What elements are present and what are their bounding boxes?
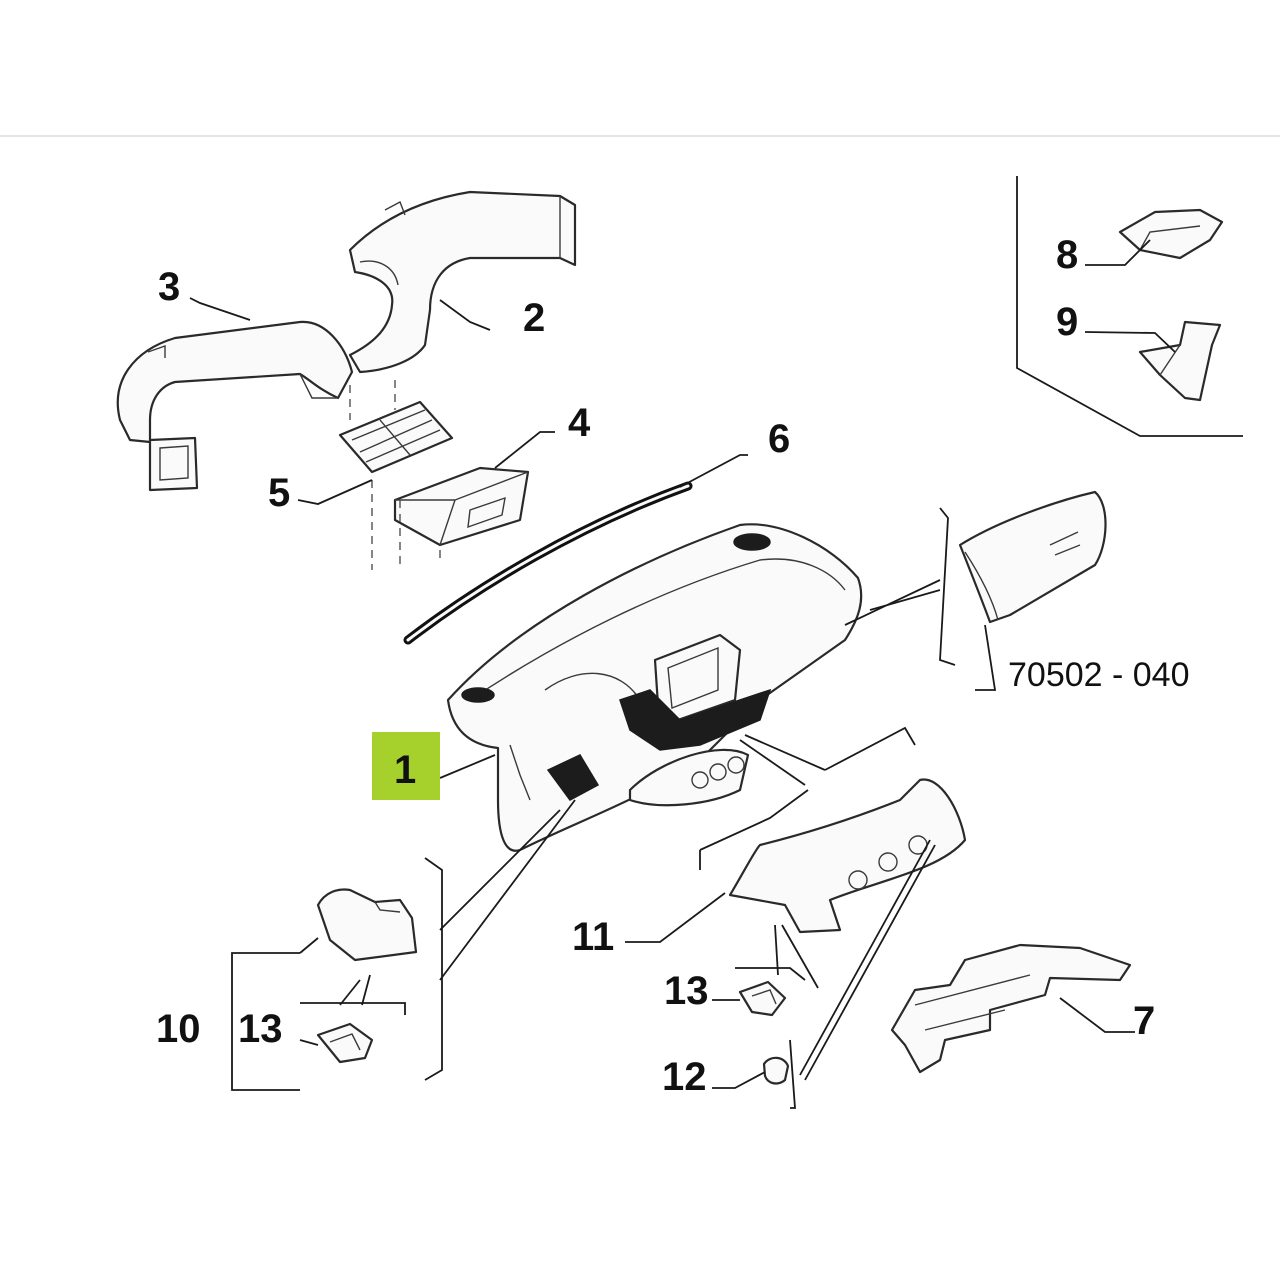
- part-13-clip-right[interactable]: [738, 980, 787, 1017]
- left-group-bracket-edge: [424, 857, 443, 1081]
- callout-2[interactable]: 2: [523, 296, 545, 340]
- part-group-bracket-8-9: [1016, 176, 1243, 437]
- part-1-dashboard[interactable]: [446, 523, 863, 852]
- part-6-seal-strip[interactable]: [403, 481, 693, 645]
- part-2-center-air-duct[interactable]: [348, 190, 577, 374]
- part-8-clip[interactable]: [1118, 208, 1224, 260]
- group-brackets: [300, 507, 956, 1109]
- part-5-vent-grille[interactable]: [338, 400, 454, 474]
- reference-code-glove-box[interactable]: 70502 - 040: [1008, 656, 1190, 694]
- callout-4[interactable]: 4: [568, 401, 591, 445]
- glove-box-lid[interactable]: [958, 490, 1107, 624]
- part-13-clip-left[interactable]: [316, 1022, 374, 1064]
- callout-11[interactable]: 11: [572, 915, 614, 959]
- part-7-insulation-pad[interactable]: [890, 943, 1132, 1074]
- part-11-column-trim[interactable]: [728, 778, 967, 934]
- part-4-center-vent[interactable]: [393, 466, 530, 547]
- callout-1-highlight: [372, 732, 440, 800]
- part-3-left-air-duct[interactable]: [116, 320, 354, 492]
- part-12-cap[interactable]: [762, 1056, 790, 1085]
- callout-3[interactable]: 3: [158, 265, 180, 309]
- callout-13-left[interactable]: 13: [238, 1007, 283, 1051]
- callout-6[interactable]: 6: [768, 417, 790, 461]
- callout-12[interactable]: 12: [662, 1055, 707, 1099]
- callout-9[interactable]: 9: [1056, 300, 1078, 344]
- callout-8[interactable]: 8: [1056, 233, 1078, 277]
- part-group-bracket-10-13: [231, 952, 300, 1091]
- callout-13-right[interactable]: 13: [664, 969, 709, 1013]
- callout-1[interactable]: 1: [394, 748, 416, 792]
- part-9-bracket[interactable]: [1138, 320, 1222, 402]
- callout-5[interactable]: 5: [268, 471, 290, 515]
- callout-7[interactable]: 7: [1133, 999, 1155, 1043]
- part-10-trim-cover[interactable]: [316, 888, 418, 962]
- assembly-guide-lines: [349, 380, 441, 570]
- leader-lines: [189, 239, 1176, 1089]
- callout-10[interactable]: 10: [156, 1007, 201, 1051]
